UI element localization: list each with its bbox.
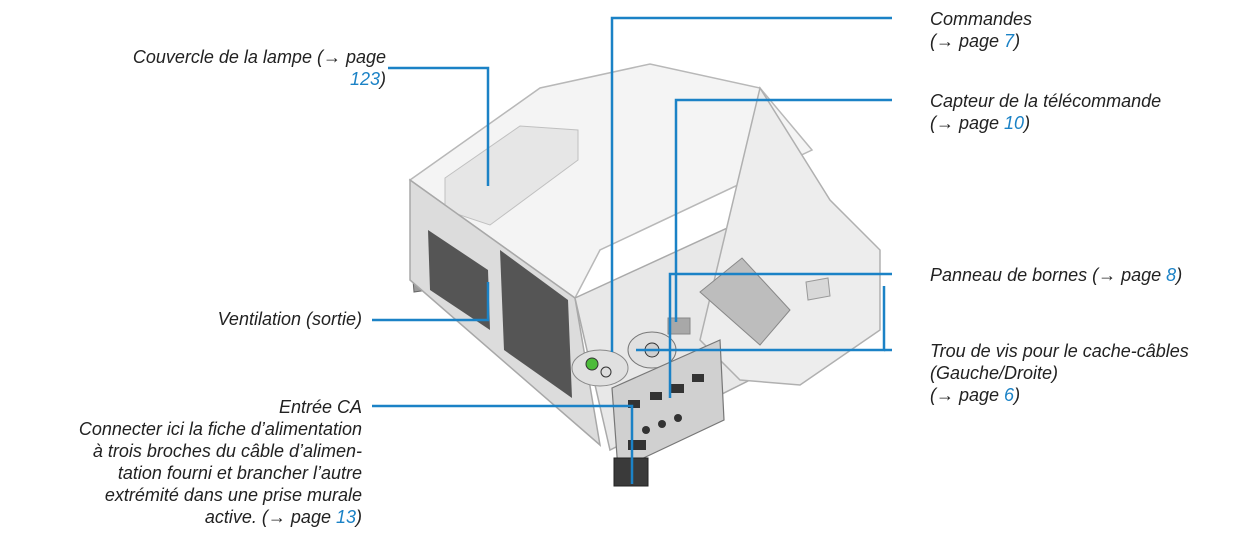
terminal-panel-page-link[interactable]: 8 xyxy=(1166,265,1177,285)
screw-hole-close: ) xyxy=(1014,385,1021,405)
terminal-panel-label: Panneau de bornes (→ page 8) xyxy=(930,264,1182,286)
ac-input-label: Entrée CA Connecter ici la fiche d’alime… xyxy=(20,396,362,528)
lamp-cover-page-link[interactable]: 123 xyxy=(349,69,380,89)
controls-title: Commandes xyxy=(930,9,1033,29)
controls-page-link[interactable]: 7 xyxy=(1004,31,1015,51)
callout-line-lamp-cover xyxy=(388,66,490,186)
terminal-panel-close: ) xyxy=(1176,265,1183,285)
ac-input-close: ) xyxy=(356,507,362,527)
ac-input-line4: extrémité dans une prise murale xyxy=(104,485,362,505)
screw-hole-line2: (Gauche/Droite) xyxy=(930,363,1059,383)
ac-input-line2: à trois broches du câble d’alimen- xyxy=(92,441,362,461)
callout-line-remote-sensor xyxy=(674,98,892,322)
ventilation-text: Ventilation (sortie) xyxy=(217,309,362,329)
screw-hole-label: Trou de vis pour le cache-câbles (Gauche… xyxy=(930,340,1189,406)
remote-sensor-page-link[interactable]: 10 xyxy=(1004,113,1025,133)
ac-input-page-link[interactable]: 13 xyxy=(335,507,356,527)
projector-illustration xyxy=(408,63,881,487)
lamp-cover-label: Couvercle de la lampe (→ page 123) xyxy=(20,46,386,90)
controls-close: ) xyxy=(1014,31,1021,51)
screw-hole-prefix: (→ page xyxy=(930,385,1005,405)
callout-line-controls xyxy=(610,16,892,352)
ac-input-line1: Connecter ici la fiche d’alimentation xyxy=(78,419,362,439)
terminal-ports-icon xyxy=(628,374,704,450)
terminal-panel-text: Panneau de bornes (→ page xyxy=(930,265,1167,285)
callout-lines xyxy=(372,16,892,484)
vent-grille-icon xyxy=(428,230,572,398)
callout-line-ac-input xyxy=(372,404,634,484)
controls-label: Commandes (→ page 7) xyxy=(930,8,1032,52)
ac-input-line5-prefix: active. (→ page xyxy=(204,507,336,527)
remote-sensor-title: Capteur de la télécommande xyxy=(930,91,1162,111)
ac-input-title: Entrée CA xyxy=(278,397,362,417)
controls-prefix: (→ page xyxy=(930,31,1005,51)
remote-sensor-prefix: (→ page xyxy=(930,113,1005,133)
screw-hole-page-link[interactable]: 6 xyxy=(1004,385,1015,405)
screw-hole-line1: Trou de vis pour le cache-câbles xyxy=(930,341,1189,361)
callout-line-terminal-panel xyxy=(668,272,892,398)
lamp-cover-text: Couvercle de la lampe (→ page xyxy=(132,47,386,67)
lamp-cover-close: ) xyxy=(380,69,386,89)
ac-input-line3: tation fourni et brancher l’autre xyxy=(117,463,362,483)
remote-sensor-label: Capteur de la télécommande (→ page 10) xyxy=(930,90,1161,134)
ventilation-label: Ventilation (sortie) xyxy=(20,308,362,330)
callout-line-ventilation xyxy=(372,282,490,322)
remote-sensor-close: ) xyxy=(1024,113,1031,133)
